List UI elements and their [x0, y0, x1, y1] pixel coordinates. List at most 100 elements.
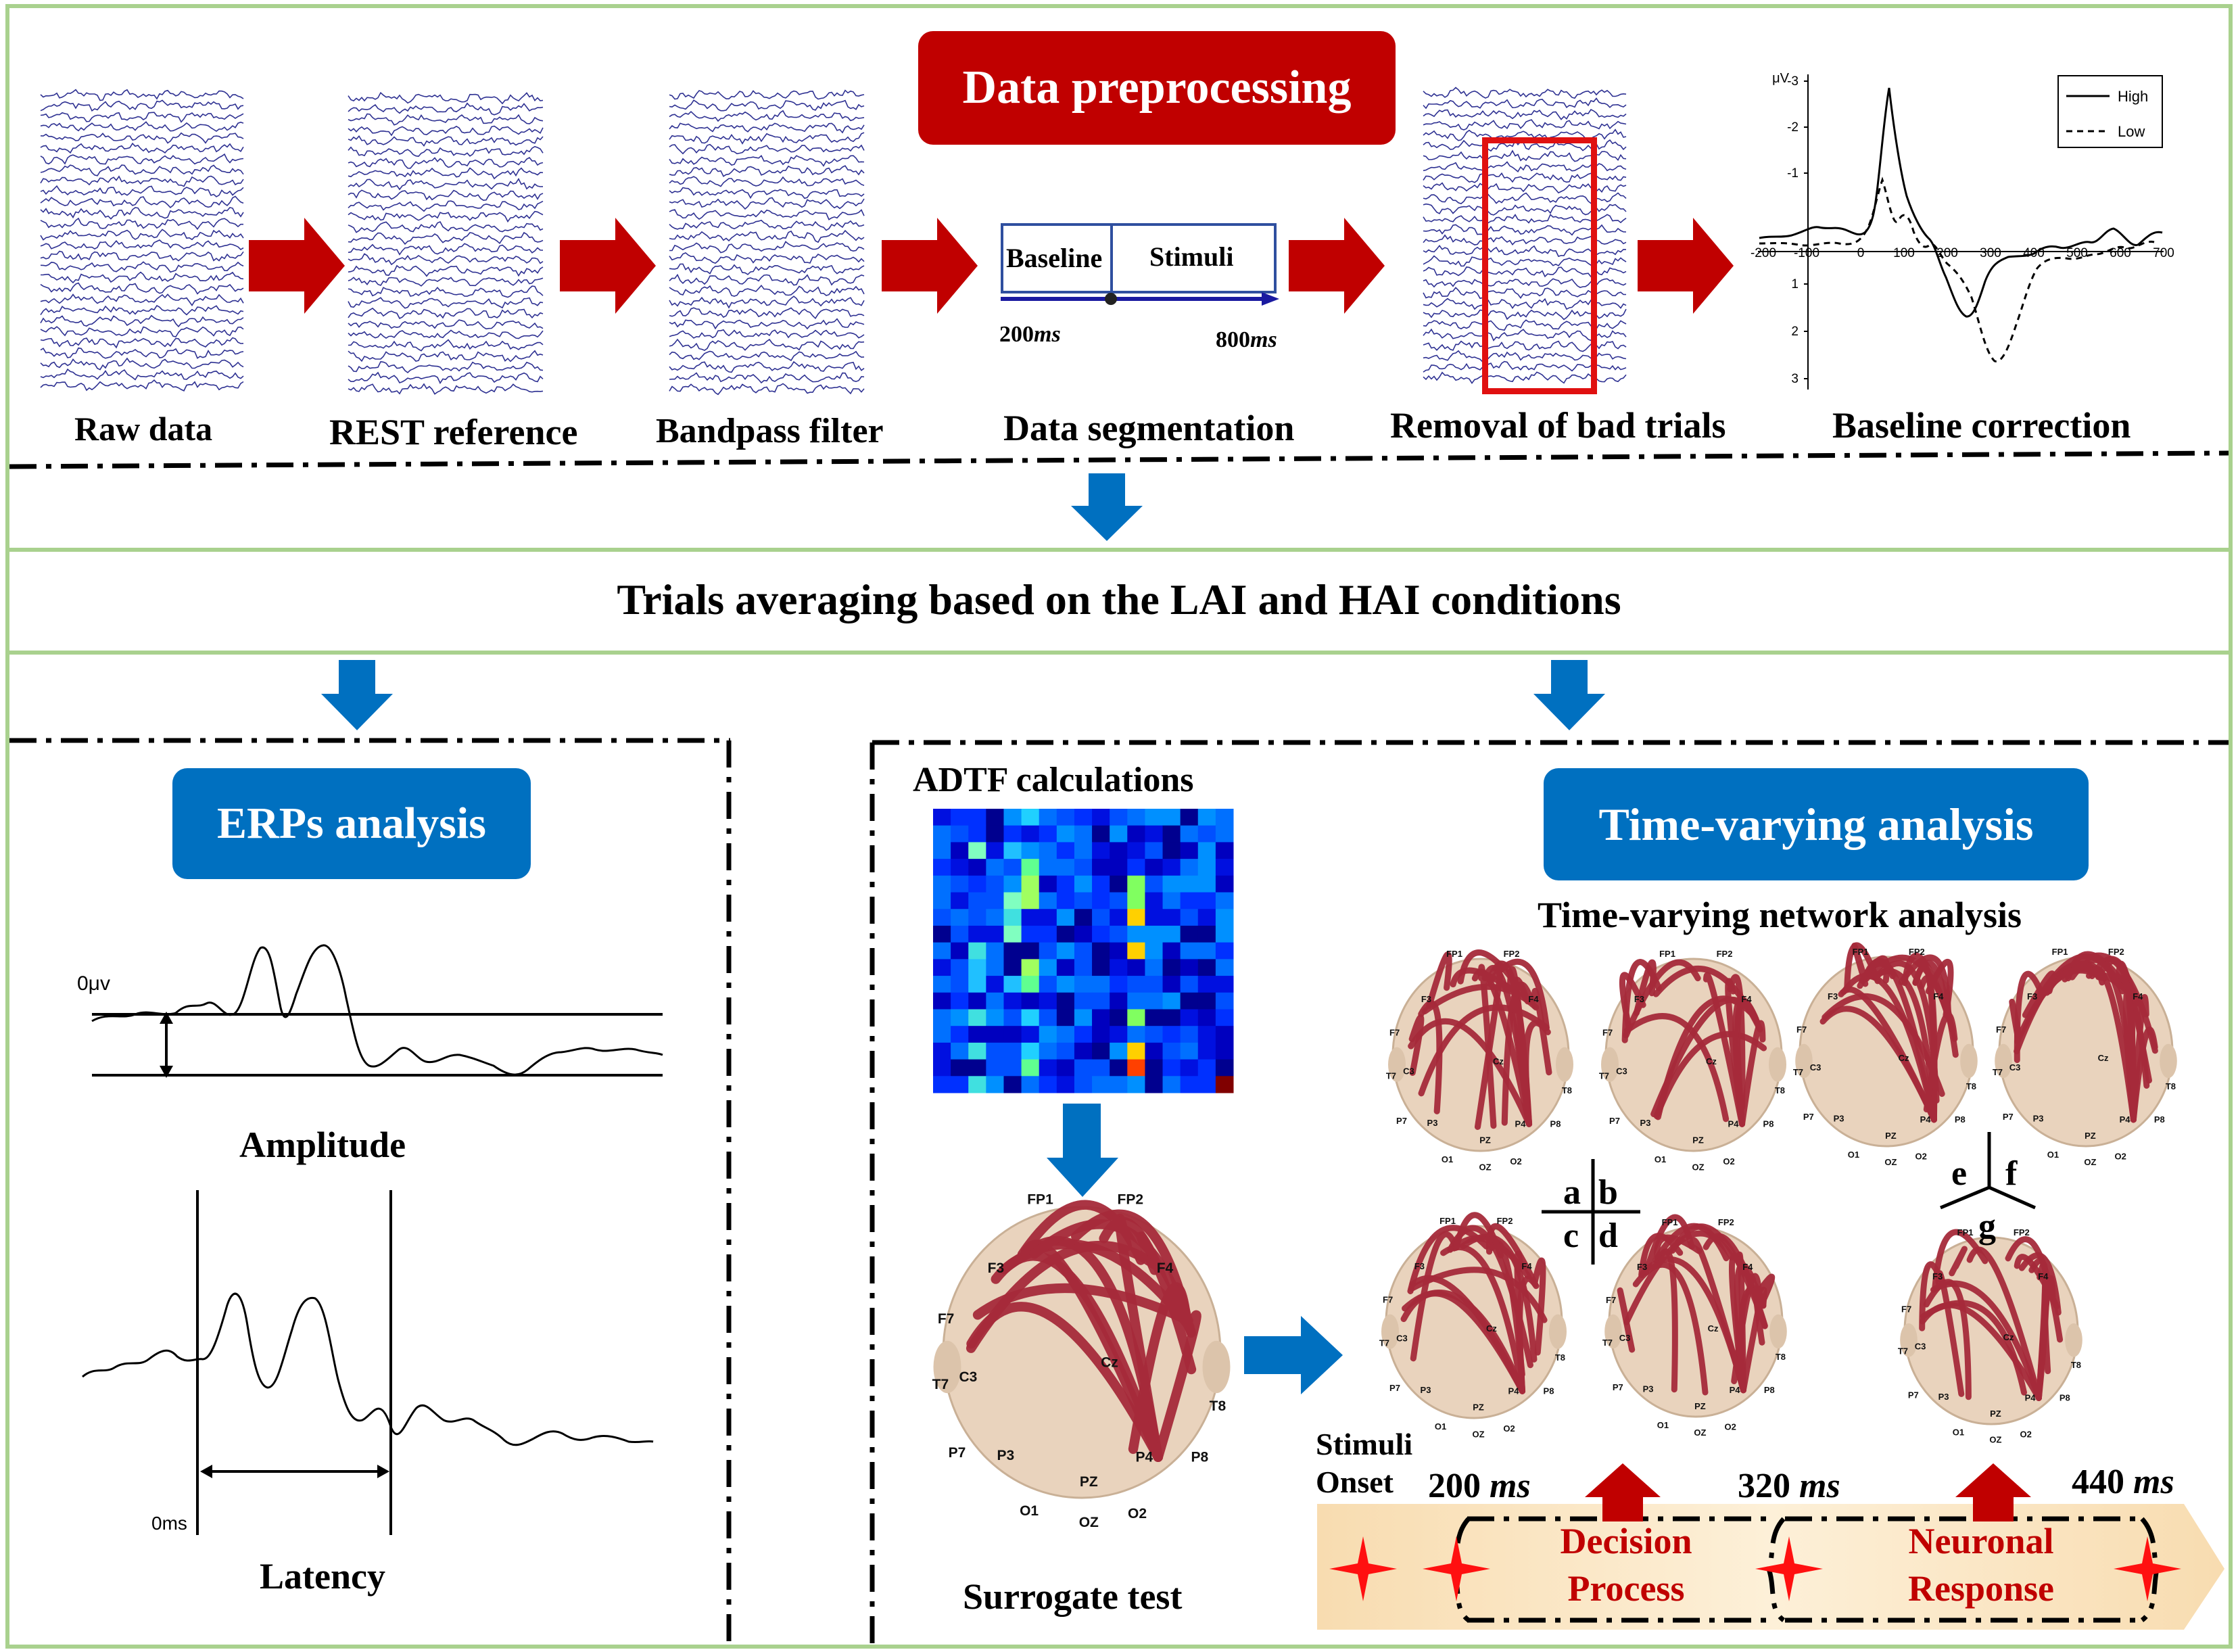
electrode-label: P7: [1609, 1116, 1620, 1126]
x-tick-label: 600: [2110, 246, 2131, 260]
electrode-label: OZ: [2084, 1157, 2096, 1167]
heatmap-cell: [1162, 875, 1181, 893]
panel-letter-cross-abcd: a b c d: [1542, 1159, 1640, 1265]
red-flow-arrows: [249, 218, 1734, 314]
heatmap-cell: [1145, 976, 1164, 993]
electrode-label: F7: [1796, 1024, 1807, 1035]
zero-ms-label: 0ms: [151, 1513, 187, 1534]
connectivity-tube: [1923, 1012, 1958, 1113]
electrode-label: Cz: [1101, 1355, 1118, 1371]
connectivity-tube: [1402, 1290, 1526, 1394]
letter-d: d: [1598, 1217, 1618, 1255]
electrode-label: T8: [2166, 1081, 2176, 1091]
heatmap-cell: [1110, 1076, 1128, 1093]
heatmap-cell: [1215, 859, 1234, 876]
heatmap-cell: [1056, 959, 1075, 976]
heatmap-cell: [1215, 1009, 1234, 1026]
electrode-label: O1: [1435, 1421, 1446, 1432]
electrode-label: P8: [1764, 1385, 1775, 1395]
connectivity-tube: [1657, 1248, 1678, 1393]
electrode-label: C3: [1616, 1066, 1627, 1076]
heatmap-cell: [1039, 809, 1057, 826]
heatmap-cell: [1092, 1059, 1110, 1077]
heatmap-cell: [1110, 1059, 1128, 1077]
electrode-label: F4: [1521, 1261, 1532, 1271]
heatmap-cell: [933, 925, 951, 943]
electrode-label: FP2: [1909, 947, 1925, 957]
heatmap-cell: [1145, 1076, 1164, 1093]
time-440ms: 440 ms: [2072, 1463, 2174, 1501]
electrode-label: T8: [1210, 1398, 1227, 1414]
heatmap-cell: [1056, 875, 1075, 893]
heatmap-cell: [1145, 825, 1164, 843]
electrode-label: T7: [1898, 1346, 1908, 1356]
electrode-label: OZ: [1989, 1435, 2001, 1445]
heatmap-cell: [1145, 859, 1164, 876]
ear-right: [2160, 1043, 2177, 1079]
heatmap-cell: [1215, 1042, 1234, 1060]
heatmap-cell: [1145, 1059, 1164, 1077]
segment-time-200: 200ms: [999, 322, 1061, 347]
analysis-panel: [5, 651, 2233, 1649]
heatmap-cell: [1003, 992, 1022, 1010]
heatmap-cell: [1074, 1059, 1093, 1077]
amplitude-diagram: 0μv: [77, 944, 663, 1078]
heatmap-cell: [951, 1026, 969, 1043]
connectivity-tube: [1949, 1246, 1968, 1277]
connectivity-tube: [1168, 1287, 1196, 1336]
electrode-label: P3: [1938, 1392, 1949, 1402]
heatmap-cell: [1056, 1076, 1075, 1093]
electrode-label: T7: [932, 1377, 949, 1392]
heatmap-cell: [1145, 1042, 1164, 1060]
connectivity-tube: [966, 1302, 1163, 1462]
electrode-label: PZ: [1473, 1402, 1484, 1413]
ear-right: [2065, 1323, 2082, 1357]
heatmap-cell: [1215, 1026, 1234, 1043]
heatmap-cell: [1003, 959, 1022, 976]
heatmap-cell: [1127, 992, 1145, 1010]
connectivity-tube: [2014, 1254, 2060, 1310]
electrode-label: P3: [1421, 1385, 1431, 1395]
heatmap-cell: [1039, 842, 1057, 859]
electrode-label: C3: [1810, 1062, 1822, 1072]
electrode-label: P3: [997, 1448, 1014, 1463]
electrode-label: F3: [1828, 991, 1838, 1001]
heatmap-cell: [1145, 875, 1164, 893]
time-varying-network-subtitle: Time-varying network analysis: [1538, 895, 2022, 935]
heatmap-cell: [1127, 1009, 1145, 1026]
electrode-label: P7: [1613, 1382, 1623, 1392]
heatmap-cell: [1162, 825, 1181, 843]
surrogate-test-label: Surrogate test: [963, 1576, 1183, 1617]
heatmap-cell: [1127, 1042, 1145, 1060]
heatmap-cell: [1074, 942, 1093, 960]
heatmap-cell: [1039, 825, 1057, 843]
electrode-label: Cz: [2003, 1332, 2014, 1342]
heatmap-cell: [1145, 959, 1164, 976]
heatmap-cell: [1003, 892, 1022, 910]
heatmap-cell: [1127, 1076, 1145, 1093]
heatmap-cell: [933, 992, 951, 1010]
electrode-label: C3: [2009, 1062, 2021, 1072]
electrode-label: P4: [1508, 1386, 1520, 1396]
electrode-label: F7: [1383, 1295, 1393, 1305]
heatmap-cell: [1180, 925, 1199, 943]
high-series-line: [1759, 87, 2163, 318]
heatmap-cell: [1021, 959, 1040, 976]
step-label-removal-bad-trials: Removal of bad trials: [1390, 405, 1726, 446]
electrode-label: PZ: [1694, 1401, 1706, 1411]
heatmap-cell: [1110, 842, 1128, 859]
heatmap-cell: [1127, 976, 1145, 993]
ear-left: [1995, 1043, 2012, 1079]
erps-analysis-title: ERPs analysis: [172, 768, 531, 879]
electrode-label: P4: [1515, 1119, 1527, 1129]
latency-label: Latency: [260, 1556, 385, 1597]
heatmap-cell: [1110, 892, 1128, 910]
heatmap-cell: [1215, 992, 1234, 1010]
electrode-label: F4: [1742, 1262, 1753, 1272]
heatmap-cell: [1145, 992, 1164, 1010]
heatmap-cell: [1092, 875, 1110, 893]
heatmap-cell: [1215, 942, 1234, 960]
time-200ms: 200 ms: [1428, 1467, 1531, 1505]
